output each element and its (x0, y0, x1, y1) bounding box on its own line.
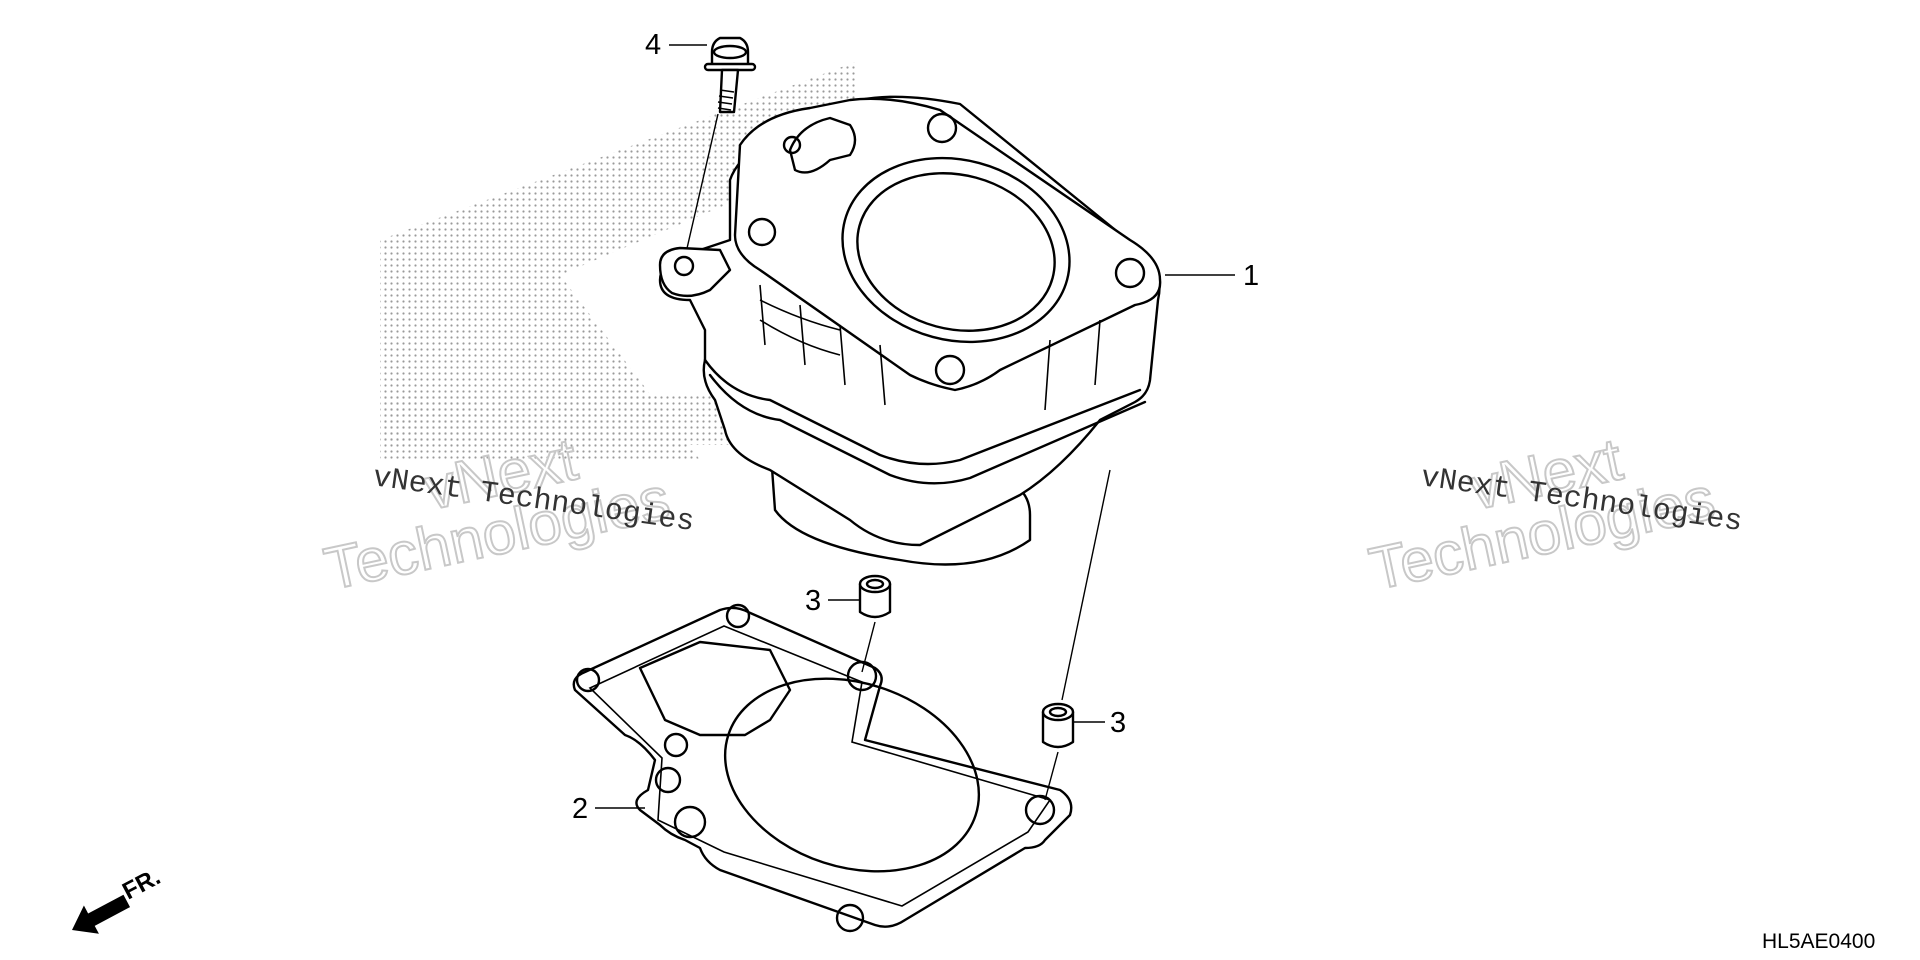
callout-part-2: 2 (572, 793, 588, 825)
dowel-pin-right (1041, 702, 1075, 749)
diagram-code: HL5AE0400 (1762, 930, 1875, 953)
bolt-part (703, 36, 757, 114)
callout-part-3-top: 3 (805, 585, 821, 617)
cylinder-part (658, 95, 1162, 566)
callout-part-1: 1 (1243, 260, 1259, 292)
callout-part-4: 4 (645, 29, 661, 61)
watermark-right: Technologies vNext vNext Technologies (1363, 424, 1744, 603)
gasket-part (572, 603, 1073, 933)
callout-part-3-right: 3 (1110, 707, 1126, 739)
front-arrow-icon (72, 894, 131, 934)
dowel-pin-top (858, 574, 892, 619)
